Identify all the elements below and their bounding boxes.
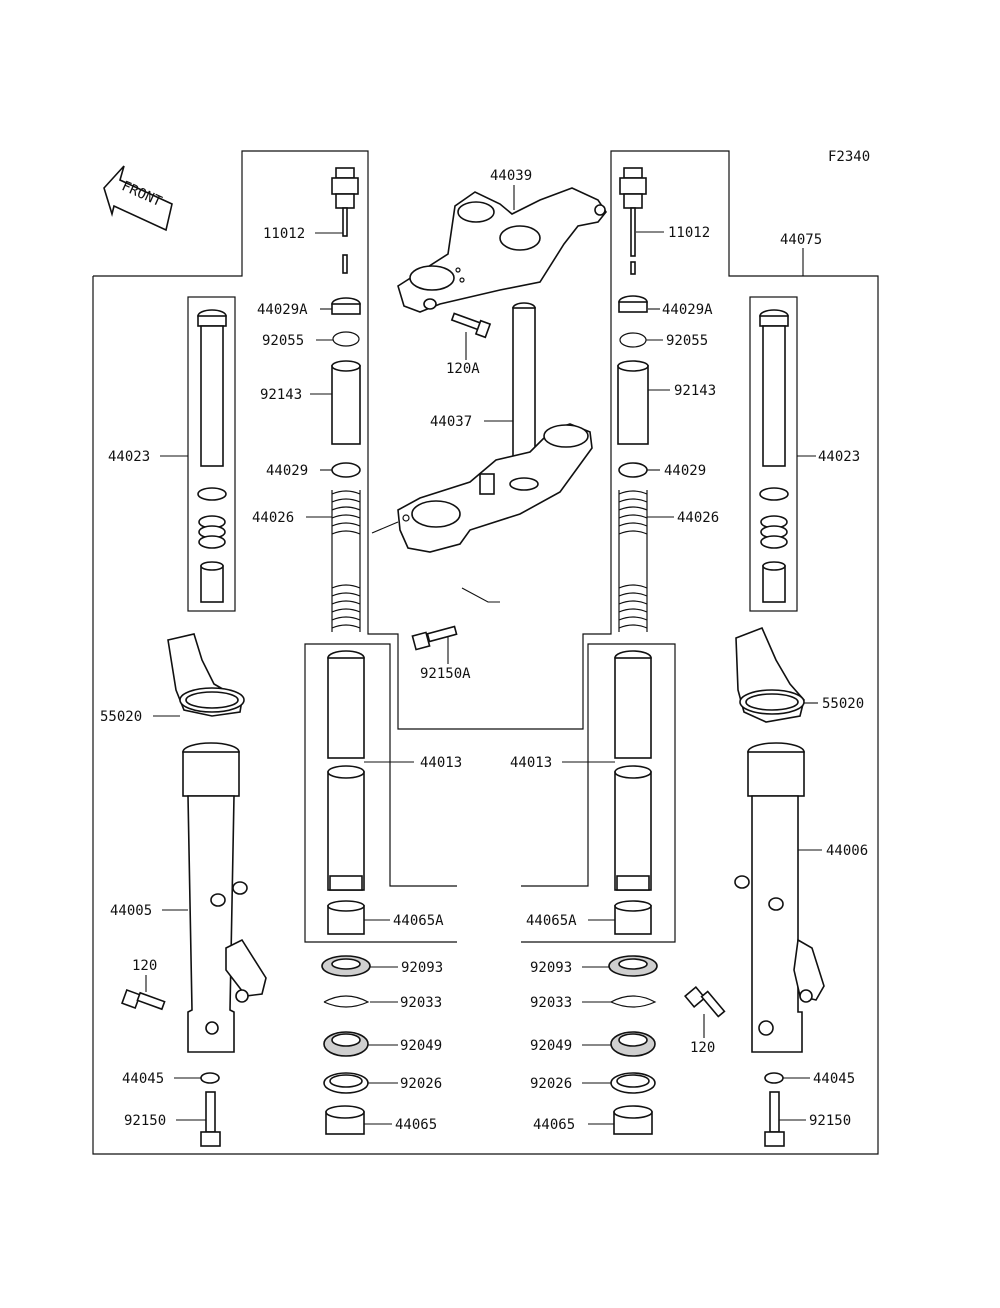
- label-44006: 44006: [826, 843, 868, 859]
- label-44026-left: 44026: [252, 510, 294, 526]
- steering-stem-44037: [397, 302, 593, 553]
- label-92143-right: 92143: [674, 383, 716, 399]
- label-120-left: 120: [132, 958, 157, 974]
- label-11012-left: 11012: [263, 226, 305, 242]
- inner-tube-box-right: [521, 643, 676, 943]
- damper-box-right: [749, 296, 798, 612]
- bolt-92150A: [411, 625, 458, 651]
- label-120-right: 120: [690, 1040, 715, 1056]
- part-labels: 44039 11012 11012 44075 44029A 44029A 12…: [100, 168, 868, 1133]
- label-92150-right: 92150: [809, 1113, 851, 1129]
- washer-44045-left: [200, 1072, 220, 1084]
- label-120A: 120A: [446, 361, 480, 377]
- label-92150-left: 92150: [124, 1113, 166, 1129]
- label-92093-left: 92093: [401, 960, 443, 976]
- bolt-92150-right: [764, 1091, 785, 1147]
- fork-guard-right: [735, 626, 805, 723]
- label-92049-left: 92049: [400, 1038, 442, 1054]
- label-44075: 44075: [780, 232, 822, 248]
- bolt-120-right: [684, 986, 726, 1018]
- damper-box-left: [187, 296, 236, 612]
- damper-rod-left: [197, 309, 227, 603]
- label-44013-left: 44013: [420, 755, 462, 771]
- label-11012-right: 11012: [668, 225, 710, 241]
- label-92026-right: 92026: [530, 1076, 572, 1092]
- bolt-92150-left: [200, 1091, 221, 1147]
- label-44065-left: 44065: [395, 1117, 437, 1133]
- label-44045-right: 44045: [813, 1071, 855, 1087]
- label-92026-left: 92026: [400, 1076, 442, 1092]
- label-44013-right: 44013: [510, 755, 552, 771]
- washer-44045-right: [764, 1072, 784, 1084]
- label-44023-right: 44023: [818, 449, 860, 465]
- inner-tube-box-left: [304, 643, 457, 943]
- label-44065A-right: 44065A: [526, 913, 577, 929]
- label-92055-left: 92055: [262, 333, 304, 349]
- leader-lines: [145, 185, 822, 1125]
- figure-code: F2340: [828, 149, 870, 165]
- label-44037: 44037: [430, 414, 472, 430]
- label-44005: 44005: [110, 903, 152, 919]
- label-44065-right: 44065: [533, 1117, 575, 1133]
- bolt-120A: [450, 312, 492, 339]
- label-44029-left: 44029: [266, 463, 308, 479]
- label-44026-right: 44026: [677, 510, 719, 526]
- label-92150A: 92150A: [420, 666, 471, 682]
- label-92033-left: 92033: [400, 995, 442, 1011]
- damper-rod-right: [759, 309, 789, 603]
- label-92093-right: 92093: [530, 960, 572, 976]
- left-fork-internals: [321, 167, 371, 1135]
- label-44045-left: 44045: [122, 1071, 164, 1087]
- group-frames: [92, 150, 879, 1155]
- label-92055-right: 92055: [666, 333, 708, 349]
- label-44029-right: 44029: [664, 463, 706, 479]
- right-fork-internals: [608, 167, 658, 1135]
- outer-tube-left-44005: [182, 742, 267, 1053]
- bolt-120-left: [121, 989, 166, 1011]
- assembly-outline: [92, 150, 879, 1155]
- label-92049-right: 92049: [530, 1038, 572, 1054]
- outer-tube-right-44006: [734, 742, 825, 1053]
- label-55020-left: 55020: [100, 709, 142, 725]
- label-55020-right: 55020: [822, 696, 864, 712]
- front-arrow: FRONT: [103, 165, 173, 232]
- label-44029A-left: 44029A: [257, 302, 308, 318]
- fork-guard-left: [167, 633, 245, 717]
- label-44065A-left: 44065A: [393, 913, 444, 929]
- label-92033-right: 92033: [530, 995, 572, 1011]
- upper-bracket-44039: [397, 187, 607, 313]
- label-92143-left: 92143: [260, 387, 302, 403]
- label-44039: 44039: [490, 168, 532, 184]
- label-44029A-right: 44029A: [662, 302, 713, 318]
- label-44023-left: 44023: [108, 449, 150, 465]
